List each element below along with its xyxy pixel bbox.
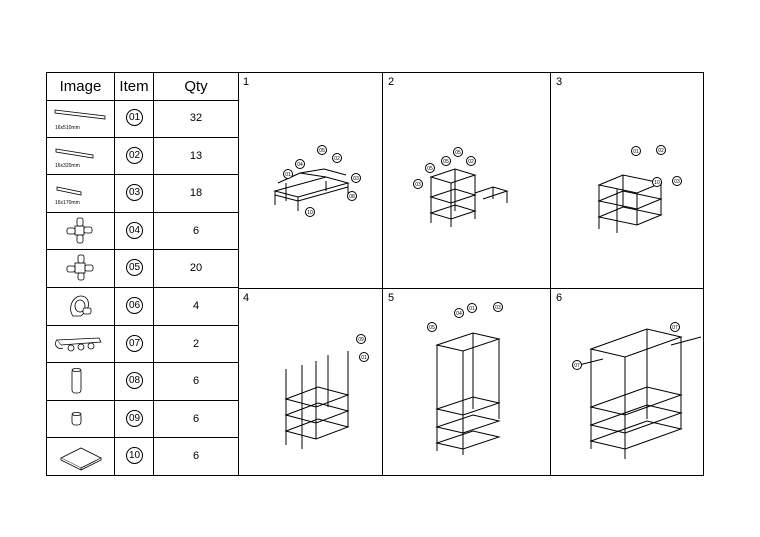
header-item: Item [115, 73, 154, 100]
step-number: 1 [243, 76, 250, 88]
part-image [47, 363, 115, 400]
item-number: 09 [126, 409, 143, 427]
step-number: 6 [556, 292, 563, 304]
part-dimension: 16x320mm [55, 162, 80, 169]
header-qty: Qty [184, 78, 208, 95]
step-callout: 02 [332, 153, 342, 163]
item-number: 10 [126, 447, 143, 465]
step-panel-1: 1 [238, 73, 383, 289]
long-tube-icon [54, 109, 106, 120]
step-callout: 05 [441, 156, 451, 166]
table-row: 16x510mm 01 32 [47, 100, 238, 138]
part-image: 16x170mm [47, 175, 115, 212]
item-qty: 4 [192, 300, 200, 312]
instruction-sheet: Image Item Qty 16x510mm 01 32 [46, 72, 704, 476]
item-number: 05 [126, 259, 143, 277]
part-dimension: 16x170mm [55, 200, 80, 207]
step-callout: 05 [317, 145, 327, 155]
step-6-drawing [578, 328, 702, 459]
item-number: 04 [126, 221, 143, 239]
step-callout: 04 [295, 159, 305, 169]
item-qty: 32 [189, 112, 203, 124]
item-qty: 2 [192, 337, 200, 350]
table-row: 06 4 [47, 288, 238, 326]
part-image [47, 288, 115, 325]
step-panel-6: 6 [551, 289, 704, 476]
step-panel-5: 5 [383, 289, 551, 476]
item-qty: 20 [189, 262, 203, 275]
step-callout: 03 [493, 302, 503, 312]
item-qty: 13 [189, 149, 203, 162]
step-callout: 09 [356, 334, 366, 344]
step-callout: 04 [454, 308, 464, 318]
step-callout: 03 [351, 173, 361, 183]
step-callout: 03 [672, 176, 682, 186]
item-number: 01 [126, 109, 143, 126]
short-tube-icon [56, 186, 82, 196]
step-number: 4 [243, 292, 250, 304]
step-callout: 01 [631, 146, 641, 156]
hook-clip-icon [70, 295, 92, 317]
part-dimension: 16x510mm [55, 125, 80, 131]
item-qty: 6 [192, 375, 200, 388]
part-image: 16x320mm [47, 137, 115, 175]
foot-cap-icon [71, 411, 82, 426]
part-image [47, 400, 115, 438]
four-way-connector-icon [66, 217, 93, 244]
step-callout: 02 [656, 145, 666, 155]
step-number: 5 [388, 292, 395, 304]
part-image [47, 212, 115, 250]
leg-tube-icon [71, 368, 82, 394]
item-qty: 6 [192, 224, 200, 237]
medium-tube-icon [55, 148, 94, 159]
step-callout: 02 [466, 156, 476, 166]
step-4-drawing [284, 351, 350, 449]
step-callout: 07 [572, 360, 582, 370]
part-image: 16x510mm [47, 100, 115, 137]
table-row: 04 6 [47, 212, 238, 251]
shelf-panel-icon [60, 447, 102, 472]
parts-table: Image Item Qty 16x510mm 01 32 [47, 73, 239, 476]
step-callout: 01 [283, 169, 293, 179]
step-callout: 03 [413, 179, 423, 189]
part-image [47, 325, 115, 363]
table-row: 16x320mm 02 13 [47, 137, 238, 176]
step-callout: 10 [305, 207, 315, 217]
item-number: 07 [126, 334, 143, 352]
table-row: 16x170mm 03 18 [47, 175, 238, 213]
parts-table-header: Image Item Qty [47, 73, 238, 101]
step-callout: 01 [467, 303, 477, 313]
part-image [47, 250, 115, 287]
item-qty: 6 [192, 450, 200, 463]
step-2-drawing [429, 168, 509, 227]
item-number: 06 [126, 297, 143, 314]
table-row: 09 6 [47, 400, 238, 439]
table-row: 08 6 [47, 363, 238, 401]
table-row: 10 6 [47, 438, 238, 476]
step-callout: 10 [652, 177, 662, 187]
step-number: 2 [388, 76, 395, 88]
item-qty: 18 [189, 187, 203, 200]
header-image: Image [47, 73, 115, 100]
step-callout: 05 [425, 163, 435, 173]
table-row: 07 2 [47, 325, 238, 364]
step-panel-2: 2 [383, 73, 551, 289]
part-image [47, 438, 115, 476]
step-callout: 08 [347, 191, 357, 201]
step-panel-4: 4 [238, 289, 383, 476]
item-number: 02 [126, 146, 143, 164]
step-5-drawing [435, 332, 501, 455]
hanger-bracket-icon [55, 337, 102, 351]
step-number: 3 [556, 76, 563, 88]
table-row: 05 20 [47, 250, 238, 288]
item-number: 03 [126, 184, 143, 202]
item-number: 08 [126, 372, 143, 390]
step-callout: 05 [427, 322, 437, 332]
step-1-drawing [273, 168, 350, 211]
item-qty: 6 [192, 412, 200, 425]
step-callout: 07 [670, 322, 680, 332]
corner-connector-icon [66, 254, 94, 281]
step-callout: 01 [359, 352, 369, 362]
step-callout: 05 [453, 147, 463, 157]
